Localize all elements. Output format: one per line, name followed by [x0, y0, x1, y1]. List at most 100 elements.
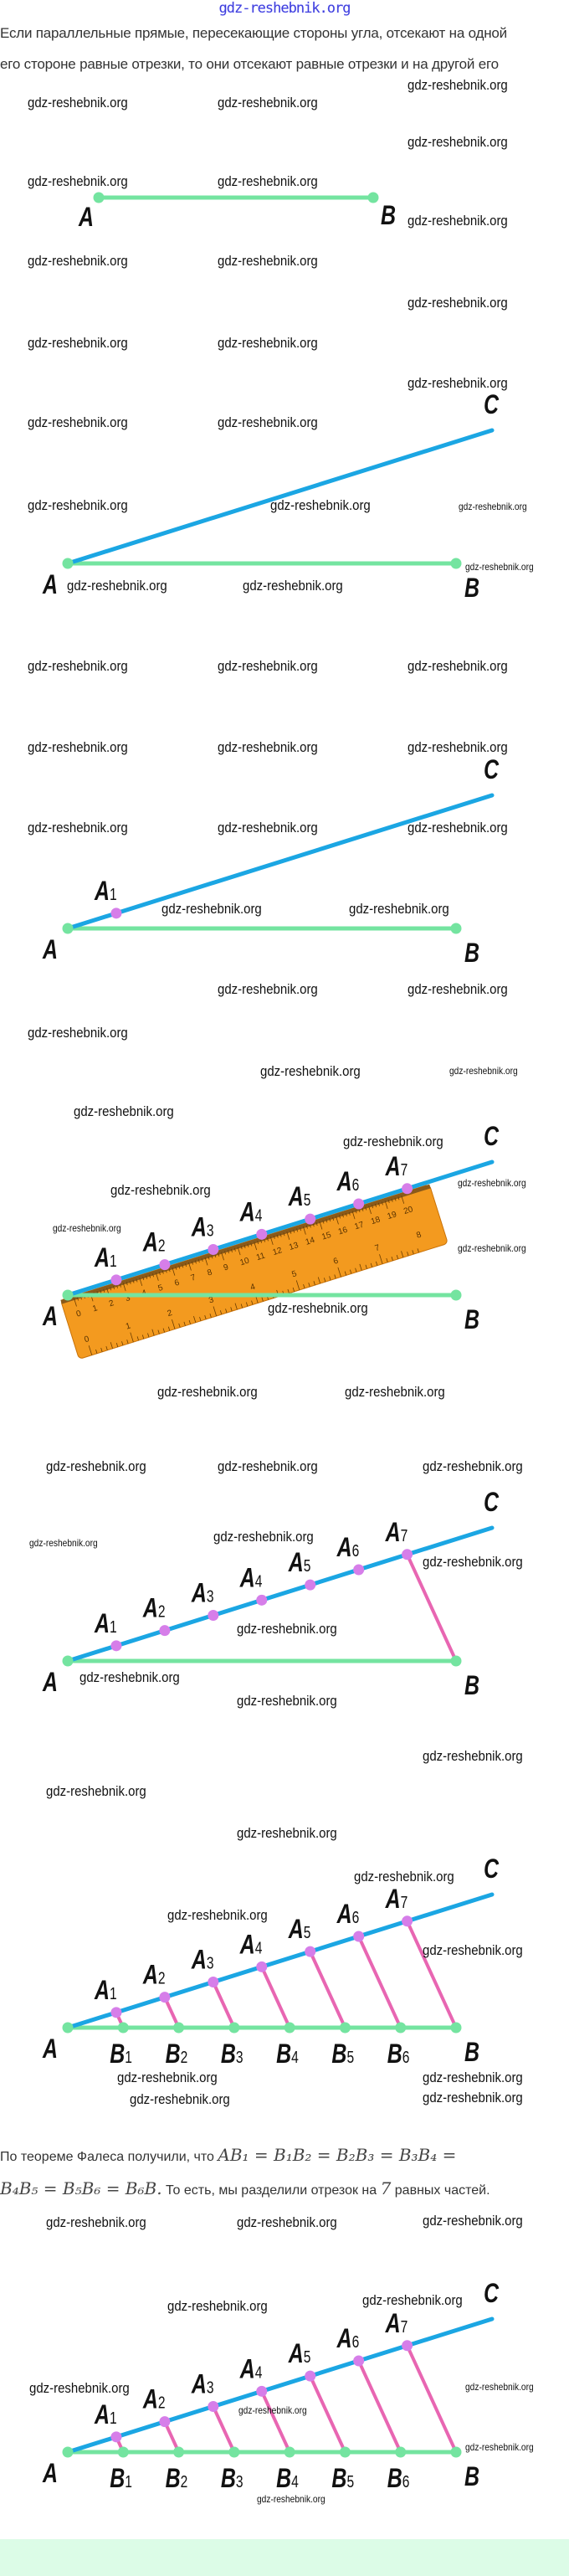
point-b: [450, 1655, 462, 1667]
ruler-cm-number: 12: [272, 1246, 284, 1257]
formula-part-2: B₄B₅ = B₅B₆ = B₆B.: [0, 2178, 162, 2198]
parallel-line-a3: [212, 2405, 236, 2453]
ruler-inch-tick: [115, 1343, 119, 1348]
ruler-tick: [126, 1282, 128, 1286]
parallel-line-a2: [163, 1996, 181, 2028]
parallel-line-a4: [259, 1966, 291, 2028]
ruler-inch-tick: [359, 1263, 362, 1271]
point-b1: [117, 2446, 129, 2458]
point-a: [62, 923, 74, 934]
ruler-inch-tick: [209, 1314, 212, 1319]
ray-ac: [65, 2316, 495, 2455]
label-a3: A3: [191, 1946, 214, 1976]
label-b6: B6: [387, 2039, 410, 2070]
ruler-inch-tick: [141, 1334, 145, 1339]
point-a4: [256, 1594, 268, 1606]
ruler-inch-tick: [261, 1297, 264, 1302]
site-watermark-link[interactable]: gdz-reshebnik.org: [218, 0, 351, 17]
ruler-tick: [142, 1277, 145, 1281]
ruler-tick: [397, 1196, 400, 1201]
label-a5: A5: [288, 1548, 311, 1578]
point-b3: [228, 2022, 240, 2034]
ray-ac: [65, 1892, 495, 2030]
ruler-inch-tick: [349, 1269, 352, 1274]
label-b2: B2: [166, 2464, 188, 2494]
ruler-tick: [250, 1242, 253, 1247]
ruler-tick: [139, 1278, 143, 1287]
ruler-tick: [224, 1251, 227, 1255]
ruler-tick: [182, 1264, 184, 1268]
ruler-inch-tick: [225, 1309, 228, 1314]
ruler-inch-number: 3: [208, 1295, 215, 1305]
ruler-inch-tick: [136, 1336, 139, 1341]
label-c: C: [484, 1488, 500, 1518]
ruler-inch-tick: [337, 1267, 341, 1278]
label-b: B: [464, 938, 479, 969]
ruler-inch-tick: [323, 1278, 326, 1283]
ruler-tick: [208, 1256, 210, 1260]
point-a3: [208, 1609, 219, 1621]
ruler-inch-number: 1: [125, 1321, 132, 1331]
conclusion-suffix: равных частей.: [391, 2183, 490, 2198]
ruler-tick: [188, 1262, 192, 1271]
ruler-tick: [115, 1284, 118, 1288]
point-a: [62, 2022, 74, 2034]
ruler-inch-tick: [365, 1264, 367, 1269]
ruler-inch-number: 4: [249, 1283, 257, 1293]
ruler-tick: [165, 1269, 167, 1273]
parallel-line-a7: [405, 1553, 458, 1662]
ruler-inch-tick: [230, 1307, 233, 1312]
label-c: C: [484, 755, 500, 785]
ruler-tick: [136, 1278, 138, 1283]
ruler-inch-tick: [292, 1287, 295, 1292]
ruler-cm-number: 0: [75, 1309, 83, 1319]
label-a5: A5: [288, 1182, 311, 1212]
ruler-cm-number: 7: [190, 1273, 197, 1283]
point-a7: [402, 1549, 413, 1561]
label-a: A: [42, 1302, 58, 1332]
label-a4: A4: [239, 2354, 263, 2384]
parallel-line-a2: [163, 2420, 181, 2453]
ruler-tick: [240, 1246, 243, 1250]
ruler-inch-tick: [370, 1262, 373, 1267]
point-a5: [305, 1579, 316, 1591]
ruler-tick: [129, 1280, 131, 1285]
point-a6: [353, 1931, 365, 1942]
ruler-cm-number: 1: [91, 1303, 99, 1314]
parallel-line-a6: [356, 2360, 402, 2453]
parallel-line-a7: [405, 2344, 458, 2453]
ruler-tick: [233, 1247, 236, 1252]
ruler-tick: [372, 1205, 374, 1209]
ruler-tick: [122, 1283, 126, 1292]
point-a6: [353, 2355, 365, 2367]
parallel-line-a7: [405, 1920, 458, 2028]
ruler-inch-tick: [379, 1254, 383, 1264]
point-a6: [353, 1564, 365, 1576]
ruler-inch-tick: [172, 1319, 176, 1329]
label-a4: A4: [239, 1197, 263, 1227]
ruler-tick: [312, 1223, 315, 1227]
label-a1: A1: [94, 1609, 117, 1639]
ruler-cm-number: 20: [402, 1205, 414, 1216]
label-a6: A6: [336, 1167, 360, 1197]
point-b6: [395, 2446, 407, 2458]
ruler-inch-tick: [95, 1349, 98, 1354]
ruler-tick: [326, 1219, 328, 1223]
point-b6: [395, 2022, 407, 2034]
ruler-cm-number: 14: [305, 1236, 316, 1247]
label-a6: A6: [336, 2324, 360, 2354]
ruler-inch-tick: [376, 1261, 378, 1266]
ruler-cm-number: 10: [238, 1256, 250, 1267]
label-a2: A2: [142, 1961, 166, 1991]
ruler-cm-number: 16: [337, 1226, 349, 1237]
ruler-cm-number: 11: [255, 1251, 267, 1262]
ruler-tick: [194, 1260, 197, 1264]
ruler-inch-tick: [251, 1300, 254, 1305]
point-a3: [208, 1243, 219, 1255]
label-a4: A4: [239, 1563, 263, 1593]
ruler-tick: [358, 1209, 361, 1213]
